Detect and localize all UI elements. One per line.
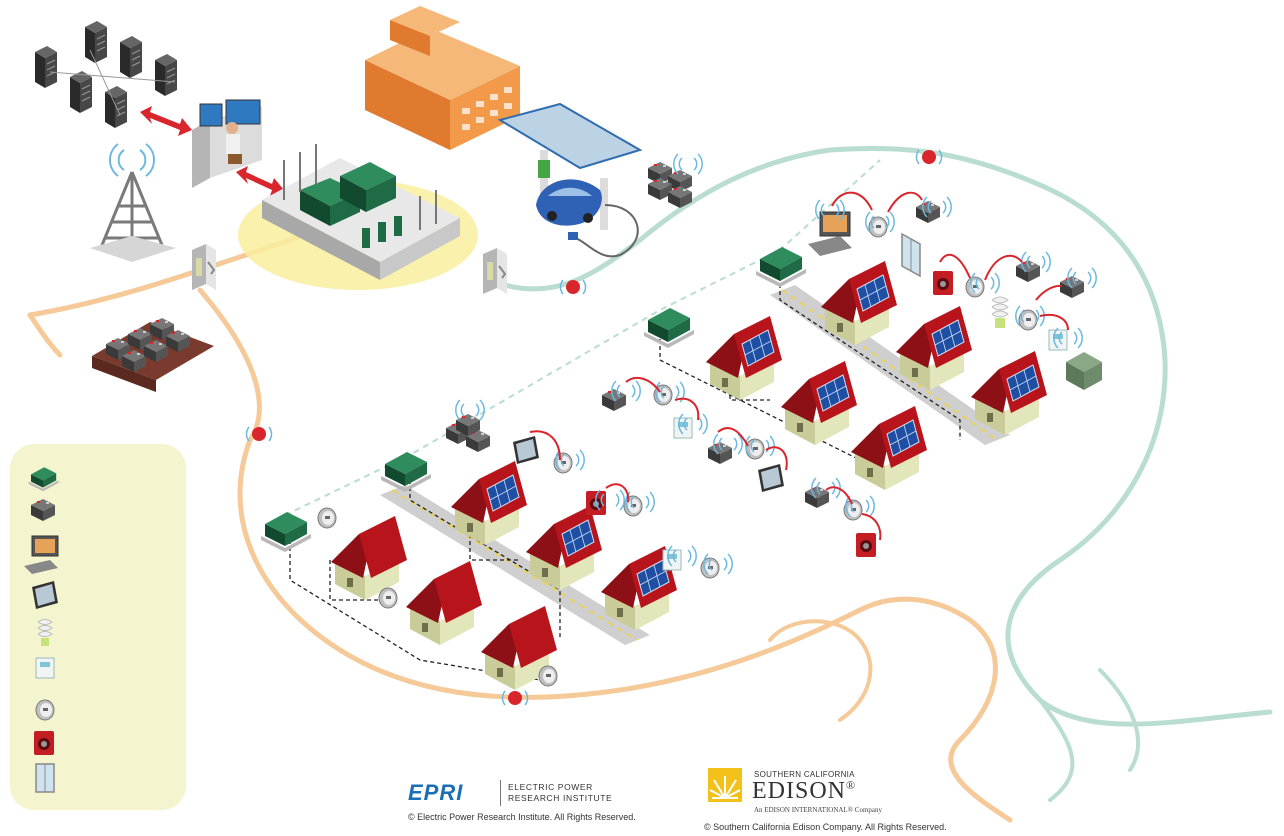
grid-battery-storage bbox=[92, 318, 214, 392]
epri-name-line1: ELECTRIC POWER bbox=[508, 782, 593, 792]
cfl-bulb-icon bbox=[37, 619, 53, 646]
smart-window bbox=[901, 232, 921, 278]
house-solar bbox=[525, 505, 603, 591]
house-solar bbox=[895, 305, 973, 391]
sce-logo: SOUTHERN CALIFORNIA EDISON® An EDISON IN… bbox=[704, 768, 968, 834]
substation bbox=[262, 144, 460, 280]
epri-logo: EPRI ELECTRIC POWER RESEARCH INSTITUTE ©… bbox=[408, 780, 648, 830]
switchgear-right bbox=[482, 247, 508, 295]
tablet bbox=[758, 464, 784, 492]
sce-copyright: © Southern California Edison Company. Al… bbox=[704, 822, 947, 832]
ev-charging-station bbox=[497, 102, 643, 258]
epri-name-line2: RESEARCH INSTITUTE bbox=[508, 793, 613, 803]
legend-icons bbox=[24, 467, 59, 793]
data-center-servers bbox=[34, 20, 178, 129]
epri-logo-divider bbox=[500, 780, 501, 806]
cfl-bulb bbox=[991, 296, 1009, 328]
house-solar bbox=[705, 315, 783, 401]
communication-network-branch bbox=[1038, 668, 1140, 802]
legend-panel bbox=[10, 444, 186, 810]
distribution-line-branch bbox=[768, 619, 873, 722]
computer-icon bbox=[24, 535, 59, 574]
communication-network-line bbox=[502, 145, 1273, 727]
switchgear-left bbox=[191, 243, 217, 291]
cell-tower bbox=[90, 143, 176, 262]
house bbox=[331, 516, 407, 600]
window-icon bbox=[35, 763, 55, 793]
distribution-line-feeder bbox=[27, 312, 63, 358]
home-appliance bbox=[856, 533, 876, 557]
epri-logo-name: ELECTRIC POWER RESEARCH INSTITUTE bbox=[508, 782, 612, 804]
tablet bbox=[513, 436, 539, 464]
hvac-unit bbox=[1066, 352, 1102, 390]
epri-copyright: © Electric Power Research Institute. All… bbox=[408, 812, 636, 822]
sce-top-line: SOUTHERN CALIFORNIA bbox=[754, 770, 855, 779]
appliance-icon bbox=[34, 731, 54, 755]
thermostat-icon bbox=[35, 657, 55, 679]
commercial-building bbox=[365, 6, 520, 150]
pad-transformer-4 bbox=[756, 247, 806, 287]
house-solar bbox=[780, 360, 858, 446]
data-flow-arrows bbox=[140, 106, 284, 196]
thermostat bbox=[673, 417, 693, 439]
epri-logo-mark: EPRI bbox=[408, 780, 464, 805]
sce-registered-mark: ® bbox=[846, 778, 857, 792]
sce-name-text: EDISON bbox=[752, 778, 846, 804]
house-solar bbox=[850, 405, 928, 491]
sce-name: EDISON® bbox=[752, 778, 856, 805]
house-solar bbox=[820, 260, 898, 346]
pad-transformer-1 bbox=[261, 512, 311, 552]
control-room-operator bbox=[192, 99, 262, 188]
device-flow-arrows bbox=[529, 191, 1069, 541]
smart-meter-icon bbox=[35, 699, 55, 721]
house bbox=[406, 561, 482, 645]
home-appliance bbox=[933, 271, 953, 295]
sce-subtitle: An EDISON INTERNATIONAL® Company bbox=[754, 806, 882, 814]
thermostat bbox=[662, 549, 682, 571]
house-solar bbox=[450, 460, 528, 546]
sce-sun-icon bbox=[708, 768, 742, 802]
house-solar bbox=[970, 350, 1048, 436]
home-computer bbox=[808, 211, 852, 256]
transformer-comm-link bbox=[274, 159, 881, 521]
